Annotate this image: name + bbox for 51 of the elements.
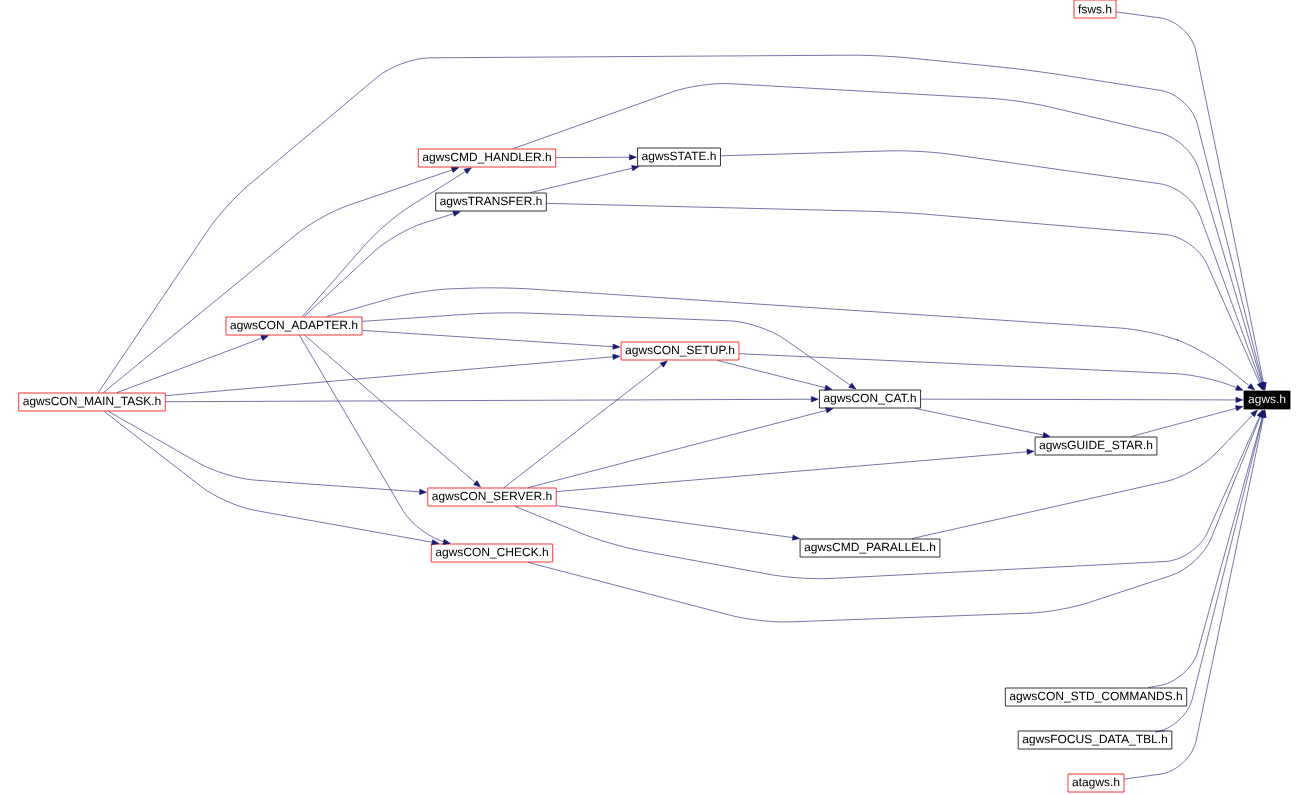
file-box: agwsCON_STD_COMMANDS.h bbox=[1004, 687, 1188, 707]
arrow bbox=[529, 165, 640, 193]
file-box: agwsCON_CAT.h bbox=[819, 389, 921, 409]
arrow bbox=[739, 353, 1244, 391]
file-box: agwsCON_SERVER.h bbox=[427, 487, 557, 507]
arrow bbox=[108, 411, 427, 495]
arrow bbox=[362, 312, 857, 390]
arrow bbox=[527, 409, 1264, 623]
arrow bbox=[165, 353, 621, 396]
file-box: agwsFOCUS_DATA_TBL.h bbox=[1017, 730, 1173, 750]
arrow bbox=[362, 330, 621, 350]
arrow bbox=[720, 150, 1264, 391]
arrow bbox=[546, 203, 1263, 391]
arrow bbox=[103, 167, 459, 393]
arrow bbox=[304, 335, 481, 488]
arrow bbox=[1155, 409, 1266, 733]
arrow bbox=[527, 407, 834, 488]
arrow bbox=[103, 411, 440, 546]
arrow bbox=[1124, 409, 1267, 780]
file-box: agwsCON_SETUP.h bbox=[620, 341, 740, 361]
file-box: atagws.h bbox=[1067, 773, 1125, 793]
arrow bbox=[303, 210, 461, 317]
arrow bbox=[1147, 409, 1266, 688]
highlighted-file-box: agws.h bbox=[1243, 390, 1291, 410]
file-box: fsws.h bbox=[1073, 0, 1117, 19]
arrow bbox=[326, 287, 1255, 391]
file-box: agwsGUIDE_STAR.h bbox=[1034, 436, 1158, 456]
file-box: agwsCON_MAIN_TASK.h bbox=[18, 392, 166, 412]
arrow bbox=[513, 83, 1265, 391]
arrow bbox=[1130, 405, 1244, 437]
file-box: agwsCMD_PARALLEL.h bbox=[799, 538, 941, 558]
arrow bbox=[556, 505, 800, 541]
arrow bbox=[716, 360, 833, 391]
arrow bbox=[301, 167, 472, 317]
arrow bbox=[911, 409, 1258, 539]
arrow bbox=[914, 408, 1051, 438]
arrow bbox=[98, 54, 1266, 393]
arrow bbox=[556, 448, 1035, 492]
file-box: agwsSTATE.h bbox=[637, 147, 721, 167]
file-box: agwsTRANSFER.h bbox=[435, 192, 547, 212]
file-box: agwsCON_ADAPTER.h bbox=[225, 316, 363, 336]
arrow bbox=[555, 154, 637, 161]
arrow bbox=[920, 396, 1244, 403]
arrow bbox=[1116, 11, 1267, 391]
arrow bbox=[514, 409, 1263, 579]
arrow bbox=[165, 396, 819, 403]
arrow bbox=[503, 360, 668, 488]
file-box: agwsCMD_HANDLER.h bbox=[417, 148, 557, 168]
arrow bbox=[116, 335, 269, 393]
file-box: agwsCON_CHECK.h bbox=[430, 543, 554, 563]
arrow bbox=[299, 335, 451, 545]
